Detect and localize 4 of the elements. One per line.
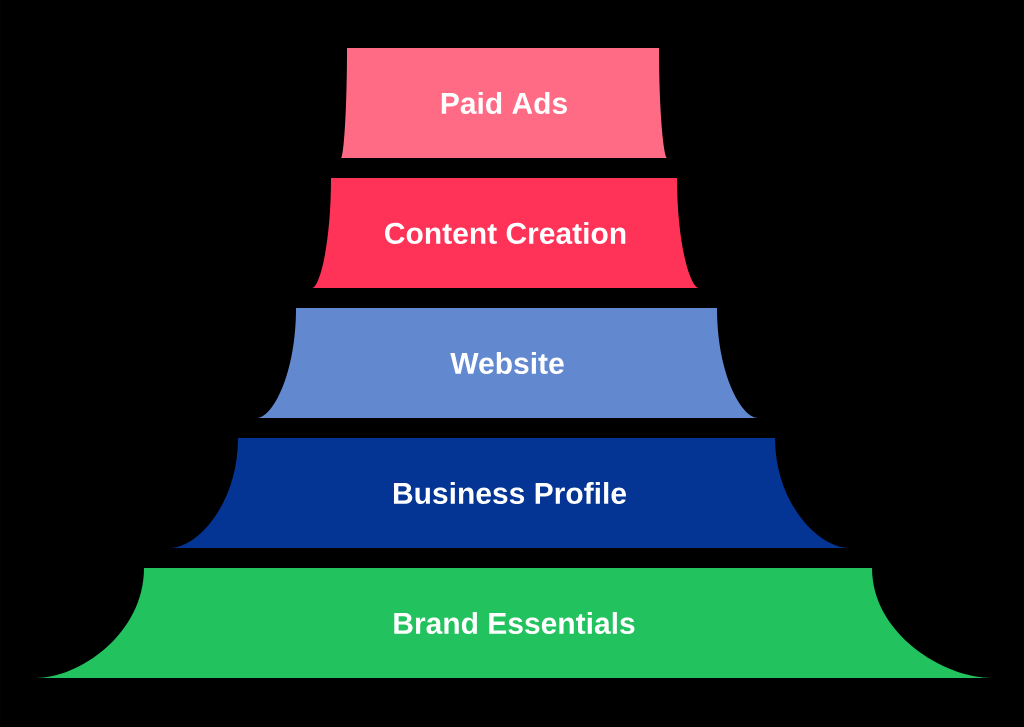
pyramid-band: Paid Ads: [341, 48, 667, 158]
pyramid-band: Brand Essentials: [36, 568, 992, 678]
pyramid-band: Business Profile: [170, 438, 849, 548]
pyramid-band: Website: [257, 308, 758, 418]
